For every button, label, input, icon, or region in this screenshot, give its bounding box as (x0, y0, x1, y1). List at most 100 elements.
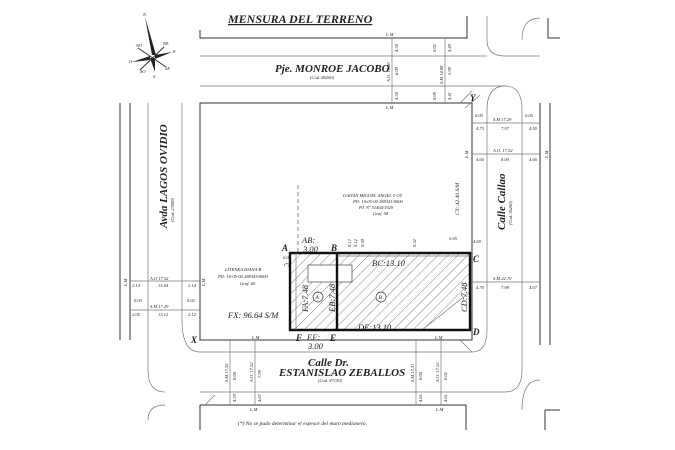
lm-lot-left: L.M (251, 335, 260, 340)
street-right-smb-p3: 4.67 (529, 285, 538, 290)
lm-right-2: L.M (544, 150, 549, 159)
street-right-c1: 0.05 (475, 113, 484, 118)
point-b: B (330, 243, 337, 253)
lm-lot-right: L.M (434, 335, 443, 340)
measure-fx: FX: 96.64 S/M (227, 310, 279, 320)
street-right-ao-p3: 4.66 (529, 157, 538, 162)
point-y: Y (470, 93, 477, 103)
point-f: F (295, 333, 302, 343)
point-e: E (329, 333, 336, 343)
offset-3: 0.30 (360, 238, 365, 247)
street-bottom-br2: 4.61 (443, 394, 448, 402)
owner-west-pii: PII: 16-05-00 288343/0000 (217, 274, 268, 279)
offset-1: 0.17 (347, 238, 352, 247)
lm-right-1: L.M (464, 150, 469, 159)
lm-left-1: L.M (123, 278, 128, 287)
lot-b-label: B (379, 295, 383, 301)
street-bottom-line1: Calle Dr. (308, 357, 349, 369)
street-bottom-dr1: 8.04 (418, 371, 423, 380)
street-bottom-ao-left: A.O. 17.32 (249, 362, 254, 383)
street-top-sm: S.M 14.88 (439, 65, 444, 84)
compass-n: N (142, 12, 147, 17)
street-top-d3: 4.50 (394, 91, 399, 100)
street-right-ao: A.O. 17.52 (492, 148, 513, 153)
footnote: (*) No se pudo determinar el espesor del… (238, 420, 367, 427)
street-left-sm-p2: 13.12 (158, 312, 169, 317)
measure-bc: BC:13.10 (372, 258, 406, 268)
compass-so: SO (140, 69, 146, 74)
owner-west-graf: Graf. 60 (240, 281, 256, 286)
compass-no: NO (135, 43, 143, 48)
street-left-sm-p1: 2.05 (132, 312, 141, 317)
street-top-d1: 4.50 (394, 43, 399, 52)
street-right-c2: 0.05 (525, 113, 534, 118)
street-right-name: Calle Callao (496, 173, 508, 230)
street-left-ao-p1: 2.14 (132, 283, 141, 288)
street-bottom-code: (Cod. 87150) (318, 378, 343, 383)
owner-west-name: LITENKA DIANA B (224, 267, 261, 272)
measure-ef-value: 3.00 (307, 341, 324, 351)
street-top-name: Pje. MONROE JACOBO (275, 63, 390, 75)
street-right-sm-bot: S.M 22.70 (493, 276, 512, 281)
lot-parcel (288, 185, 472, 332)
street-bottom-dr2: 8.02 (443, 371, 448, 380)
lm-bottom-1: L.M (249, 407, 258, 412)
owner-north: GAITAN MIGUEL ANGEL Y OT PII: 16-05-00 2… (343, 193, 403, 216)
street-bottom-sm-left: S.M 17.32 (224, 363, 229, 382)
plan-title: MENSURA DEL TERRENO (227, 12, 373, 26)
lm-top-2: L.M (385, 105, 394, 110)
street-left-name: Avda LAGOS OVIDIO (158, 124, 170, 229)
lot-a-label: A (315, 295, 320, 301)
measure-ef: EF: (306, 332, 320, 342)
measure-eb: EB:7.48 (327, 283, 337, 313)
street-bottom-dl2: 7.99 (257, 369, 262, 378)
street-left-sm: S.M 17.29 (150, 304, 169, 309)
point-x: X (190, 335, 198, 345)
distance-c: 4.69 (473, 239, 482, 244)
measure-cy: CY: 42.40 S/M (454, 182, 461, 215)
measure-ab-value: 3.00 (302, 244, 319, 254)
street-bottom-bl2: 4.67 (257, 393, 262, 402)
owner-north-graf: Graf. 58 (373, 211, 389, 216)
wall-note-mark: (*) (284, 262, 290, 267)
offset-a: 0.06 (283, 255, 292, 260)
street-left-ao: A.O 17.52 (149, 276, 169, 281)
compass-o: O (129, 59, 133, 64)
point-a: A (281, 243, 288, 253)
street-left-c1: 0.03 (134, 298, 143, 303)
lm-left-2: L.M (201, 278, 206, 287)
owner-north-pi: P.I. Nº 51464/1929 (358, 205, 394, 210)
offset-2: 0.12 (353, 238, 358, 247)
street-left-c2: 0.02 (187, 298, 196, 303)
compass-se: SE (165, 66, 170, 71)
street-top-d6: 4.41 (447, 92, 452, 100)
lm-top-1: L.M (385, 32, 394, 37)
street-top-ao: A.O. 15.00 (386, 62, 391, 83)
street-grid (119, 16, 560, 430)
street-left-ao-p2: 13.04 (158, 283, 169, 288)
owner-north-name: GAITAN MIGUEL ANGEL Y OT (343, 193, 403, 198)
street-bottom-dl1: 8.00 (232, 371, 237, 380)
street-right-sm-top: S.M 17.29 (493, 117, 512, 122)
street-bottom-name: ESTANISLAO ZEBALLOS (278, 367, 405, 379)
street-bottom-sm-right: S.M 17.31 (410, 364, 415, 382)
street-top-c2: 0.09 (432, 91, 437, 100)
measure-fa: FA:7.48 (300, 284, 310, 313)
owner-north-pii: PII: 16-05-00 288341/0000 (352, 199, 403, 204)
compass-ne: NE (162, 41, 169, 46)
street-left-code: (Cod. 23000) (170, 198, 175, 223)
measure-ab: AB: (301, 235, 315, 245)
street-top-d2: 6.00 (394, 66, 399, 75)
street-left-ao-p3: 2.14 (188, 283, 197, 288)
street-top-d5: 5.98 (447, 66, 452, 75)
lm-bottom-2: L.M (435, 407, 444, 412)
compass-rose-icon: N S E O NE NO SE SO (129, 12, 176, 79)
compass-e: E (172, 49, 176, 54)
street-right-ao-p1: 4.66 (476, 157, 485, 162)
street-bottom-bl1: 4.59 (232, 393, 237, 402)
street-right-smb-p1: 4.70 (476, 285, 485, 290)
street-right-smt-p1: 4.73 (476, 126, 485, 131)
offset-c: 0.05 (449, 236, 458, 241)
offset-4: 0.32 (412, 238, 417, 247)
street-right-smt-p3: 4.59 (529, 126, 538, 131)
